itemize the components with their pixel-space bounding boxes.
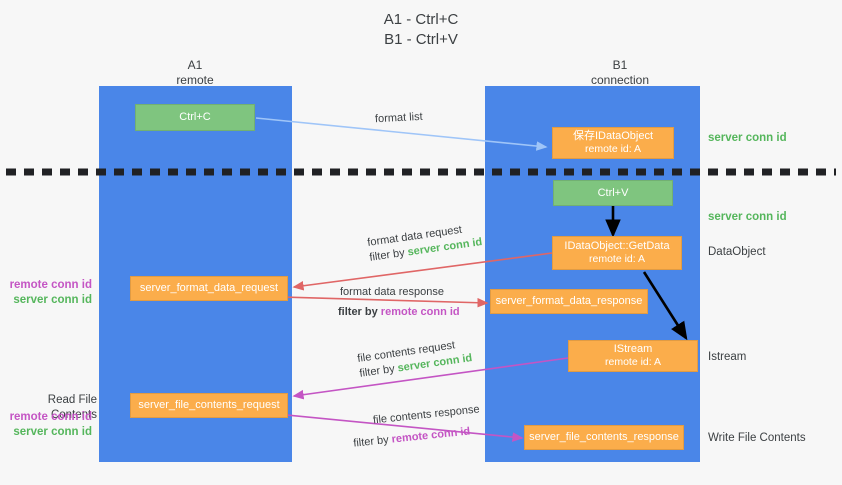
title-line-1: A1 - Ctrl+C (383, 11, 459, 28)
arrow-label-file-contents-request: file contents request filter by server c… (356, 336, 473, 382)
arrow-label-file-contents-response-conn: remote conn id (391, 425, 471, 446)
box-server-format-data-request-line1: server_format_data_request (139, 282, 279, 294)
arrow-label-file-contents-response: file contents response filter by remote … (350, 402, 482, 451)
arrow-label-format-list: format list (375, 110, 423, 127)
annotation-server-conn-id-lower: server conn id (13, 426, 92, 438)
lane-a1-sub: remote (176, 73, 214, 87)
arrow-label-format-data-request: format data request filter by server con… (366, 220, 483, 266)
box-server-file-contents-request[interactable]: server_file_contents_request (130, 393, 288, 418)
box-ctrl-c[interactable]: Ctrl+C (135, 104, 255, 131)
lane-b1-name: B1 (612, 58, 628, 72)
arrow-label-format-data-response: format data response filter by remote co… (338, 285, 460, 320)
arrow-label-file-contents-response-line1: file contents response (372, 403, 481, 427)
box-istream-line1: IStream (613, 343, 653, 355)
box-idataobject-getdata-line1: IDataObject::GetData (564, 240, 670, 252)
annotation-server-conn-id-top: server conn id (708, 132, 787, 144)
arrow-label-file-contents-request-filter: filter by (358, 362, 399, 380)
box-server-format-data-response[interactable]: server_format_data_response (490, 289, 648, 314)
annotation-server-conn-id-upper: server conn id (13, 294, 92, 306)
arrow-label-format-data-response-line1: format data response (340, 286, 444, 298)
arrow-label-format-data-request-filter: filter by (368, 246, 409, 264)
box-save-idataobject[interactable]: 保存IDataObject remote id: A (552, 127, 674, 159)
lane-a1-name: A1 (187, 58, 203, 72)
box-server-file-contents-response[interactable]: server_file_contents_response (524, 425, 684, 450)
box-idataobject-getdata[interactable]: IDataObject::GetData remote id: A (552, 236, 682, 270)
lane-b1-sub: connection (590, 73, 650, 87)
arrow-label-format-data-response-conn: remote conn id (380, 306, 460, 318)
box-save-idataobject-line1: 保存IDataObject (572, 130, 654, 142)
title-line-2: B1 - Ctrl+V (384, 31, 458, 48)
box-istream-line2: remote id: A (604, 356, 662, 368)
box-server-file-contents-request-line1: server_file_contents_request (138, 399, 280, 411)
box-server-format-data-response-line1: server_format_data_response (495, 295, 643, 307)
annotation-server-conn-id-second: server conn id (708, 211, 787, 223)
page-title: A1 - Ctrl+C B1 - Ctrl+V (0, 10, 842, 50)
box-ctrl-c-line1: Ctrl+C (179, 111, 211, 123)
annotation-remote-conn-id-upper: remote conn id (9, 279, 92, 291)
box-server-format-data-request[interactable]: server_format_data_request (130, 276, 288, 301)
box-istream[interactable]: IStream remote id: A (568, 340, 698, 372)
arrow-label-format-data-response-filter: filter by (338, 306, 381, 318)
annotation-istream: Istream (708, 351, 747, 363)
box-ctrl-v[interactable]: Ctrl+V (553, 180, 673, 206)
annotation-remote-conn-id-lower: remote conn id (9, 411, 92, 423)
arrow-label-file-contents-response-filter: filter by (352, 433, 393, 450)
lane-header-b1: B1 connection (545, 58, 695, 88)
box-server-file-contents-response-line1: server_file_contents_response (529, 431, 679, 443)
lane-header-a1: A1 remote (120, 58, 270, 88)
annotation-write-file-contents: Write File Contents (708, 432, 806, 444)
box-save-idataobject-line2: remote id: A (584, 143, 642, 155)
box-idataobject-getdata-line2: remote id: A (588, 253, 646, 265)
arrow-label-format-list-text: format list (374, 110, 423, 126)
annotation-read-file-contents: Read File Contents (47, 394, 97, 421)
box-ctrl-v-line1: Ctrl+V (597, 186, 629, 199)
annotation-dataobject: DataObject (708, 246, 766, 258)
